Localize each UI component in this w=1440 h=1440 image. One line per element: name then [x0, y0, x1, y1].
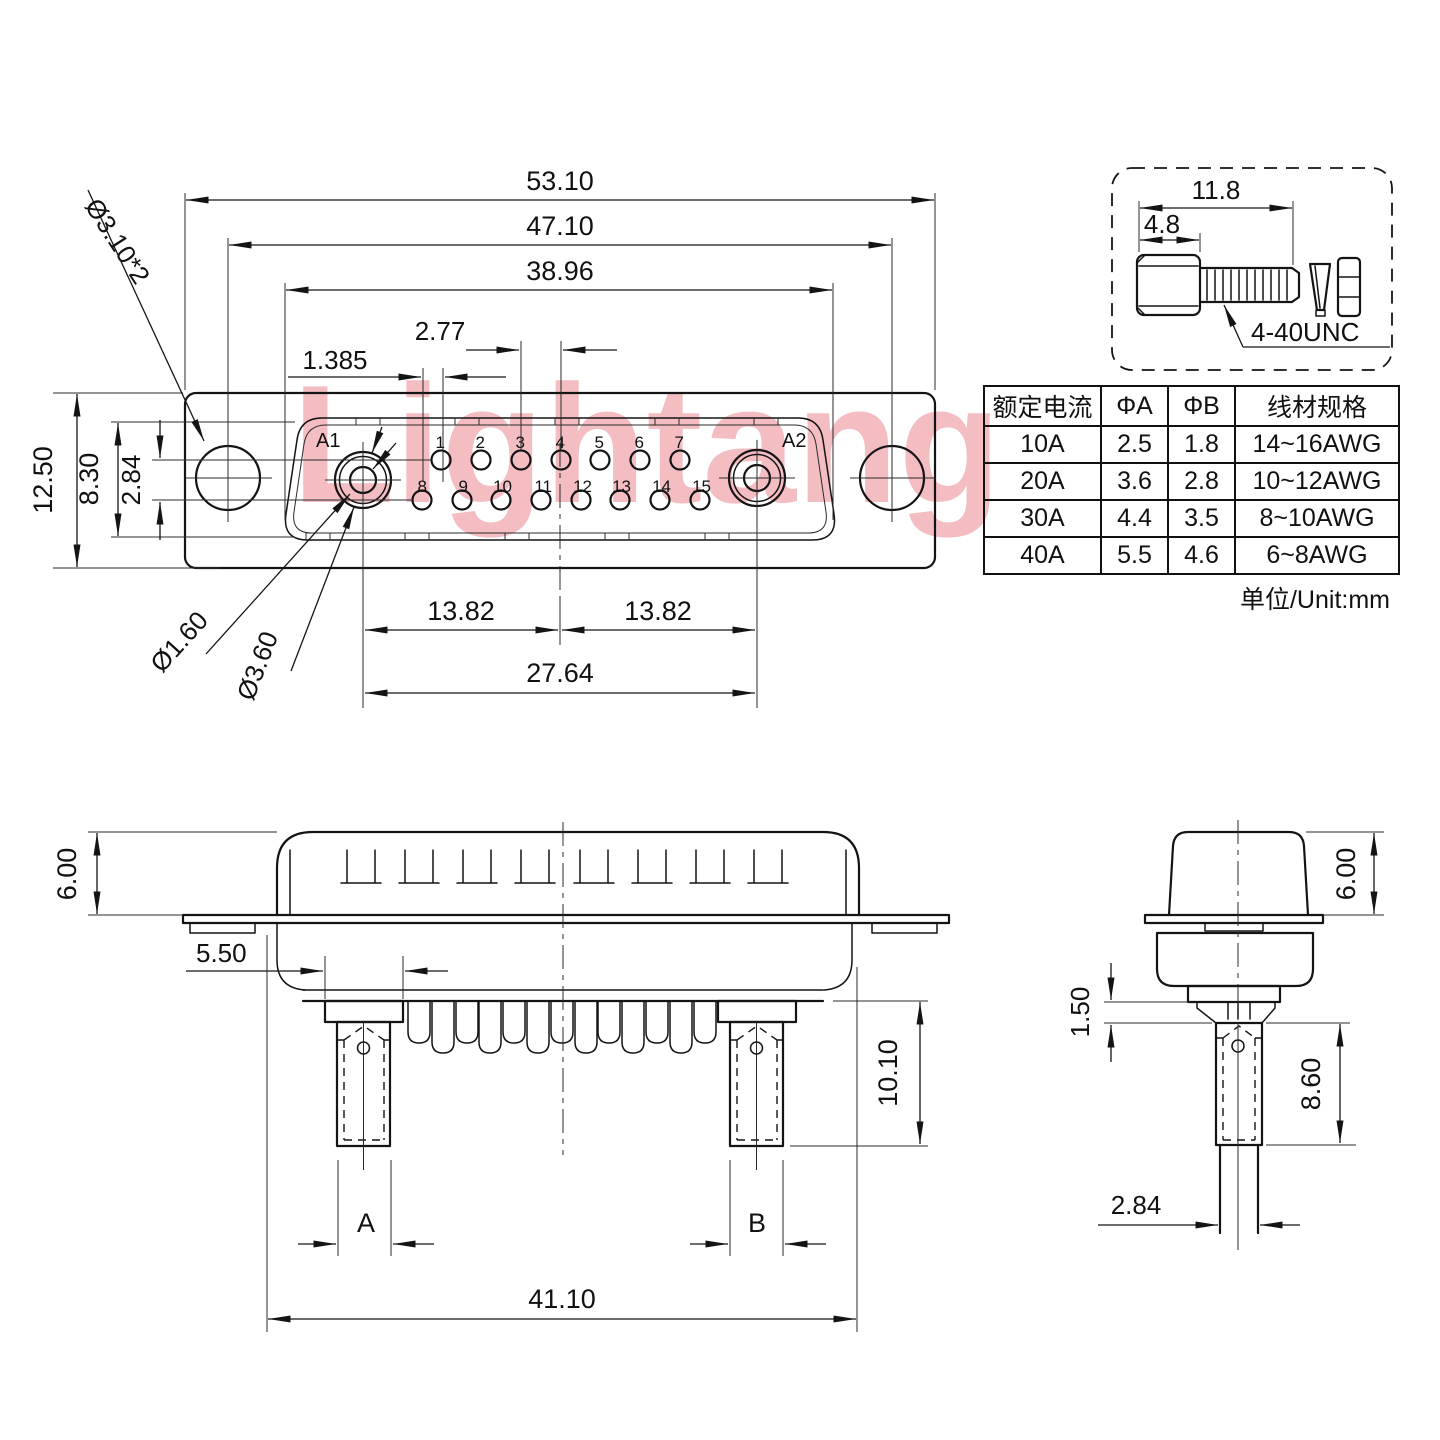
- spec-header-current: 额定电流: [983, 385, 1102, 427]
- spec-row: 40A 5.5 4.6 6~8AWG: [983, 536, 1400, 575]
- dim-contact-span: 27.64: [526, 658, 594, 688]
- dim-shell-height-end: 6.00: [1331, 848, 1361, 901]
- dim-insert-width: 38.96: [526, 256, 594, 286]
- pin-label-9: 9: [459, 477, 468, 496]
- dim-contact-dia: Ø3.60: [231, 627, 284, 704]
- spec-row: 10A 2.5 1.8 14~16AWG: [983, 425, 1400, 464]
- dim-sleeve-length: 8.60: [1296, 1058, 1326, 1111]
- end-body: [1155, 931, 1315, 988]
- pins-bottom-row: [411, 489, 711, 511]
- spec-table: 额定电流 ΦA ΦB 线材规格 10A 2.5 1.8 14~16AWG 20A…: [983, 385, 1400, 575]
- dim-flange-height: 12.50: [28, 446, 58, 514]
- pin-label-15: 15: [692, 477, 711, 496]
- pin-label-6: 6: [635, 433, 644, 452]
- front-view: 1 2 3 4 5 6 7 8 9 10 11 12 13 14 15 A1 A…: [28, 166, 937, 708]
- side-view: 6.00 5.50 A B 41.10 10.10: [52, 822, 951, 1332]
- screw-detail: 11.8 4.8 4-40UNC: [1111, 167, 1393, 371]
- dim-a1-to-center: 13.82: [427, 596, 495, 626]
- dim-half-pitch: 1.385: [302, 345, 367, 375]
- pin-label-2: 2: [476, 433, 485, 452]
- dim-row-spacing: 2.84: [116, 455, 146, 506]
- end-flange: [1143, 913, 1325, 925]
- pin-a: [323, 999, 405, 1170]
- contact-a1: [325, 442, 401, 518]
- pin-label-13: 13: [612, 477, 631, 496]
- solder-cups: [407, 1000, 717, 1054]
- pin-label-7: 7: [675, 433, 684, 452]
- dim-mount-hole-dia: Ø3.10*2: [79, 193, 156, 289]
- side-flange: [181, 913, 951, 925]
- insert-outline-outer: [284, 417, 836, 541]
- screw-head: [1135, 253, 1202, 317]
- end-pin: [1214, 1021, 1264, 1235]
- pin-label-1: 1: [436, 433, 445, 452]
- dim-hole-span: 47.10: [526, 211, 594, 241]
- dim-pin-dia: Ø1.60: [144, 605, 214, 678]
- dim-pin-length: 10.10: [873, 1039, 903, 1107]
- pin-b: [716, 999, 798, 1170]
- spec-row: 20A 3.6 2.8 10~12AWG: [983, 462, 1400, 501]
- insert-outline-inner: [293, 424, 827, 534]
- dim-pin-pitch: 2.77: [415, 316, 466, 346]
- dim-step-height: 1.50: [1065, 987, 1095, 1038]
- dim-shell-height-side: 6.00: [52, 848, 82, 901]
- end-insulator: [1186, 984, 1282, 1004]
- dim-insert-height: 8.30: [74, 453, 104, 506]
- dim-tail-width: 2.84: [1111, 1190, 1162, 1220]
- thread-spec-label: 4-40UNC: [1251, 317, 1359, 347]
- spec-row: 30A 4.4 3.5 8~10AWG: [983, 499, 1400, 538]
- shell-notches: [340, 849, 789, 884]
- spec-header-dia-a: ΦA: [1100, 385, 1169, 427]
- pin-label-5: 5: [595, 433, 604, 452]
- spec-header-dia-b: ΦB: [1167, 385, 1236, 427]
- shell-outline: [275, 830, 861, 917]
- screw-shaft: [1198, 266, 1301, 304]
- pin-numbers: 1 2 3 4 5 6 7 8 9 10 11 12 13 14 15: [418, 433, 711, 496]
- pin-label-3: 3: [516, 433, 525, 452]
- dim-total-width: 41.10: [528, 1284, 596, 1314]
- pin-label-8: 8: [418, 477, 427, 496]
- label-a1: A1: [316, 430, 340, 452]
- pin-label-11: 11: [534, 477, 552, 496]
- spec-header-wire: 线材规格: [1234, 385, 1400, 427]
- dim-screw-head: 4.8: [1144, 209, 1180, 239]
- pin-label-12: 12: [573, 477, 592, 496]
- dim-outer-width: 53.10: [526, 166, 594, 196]
- pin-label-14: 14: [652, 477, 671, 496]
- pin-label-4: 4: [556, 433, 565, 452]
- dim-pin-b-label: B: [748, 1208, 766, 1238]
- dim-boss-width: 5.50: [196, 938, 247, 968]
- label-a2: A2: [782, 430, 806, 452]
- unit-note: 单位/Unit:mm: [1239, 586, 1390, 614]
- dim-screw-length: 11.8: [1192, 175, 1241, 205]
- pins-top-row: [430, 449, 691, 471]
- end-view: 6.00 1.50 8.60 2.84: [1065, 820, 1384, 1250]
- contact-a2: [719, 440, 795, 516]
- detail-boundary: [1111, 167, 1393, 371]
- dim-pin-a-label: A: [357, 1208, 375, 1238]
- dim-center-to-a2: 13.82: [624, 596, 692, 626]
- pin-label-10: 10: [493, 477, 512, 496]
- nut-part: [1336, 256, 1362, 318]
